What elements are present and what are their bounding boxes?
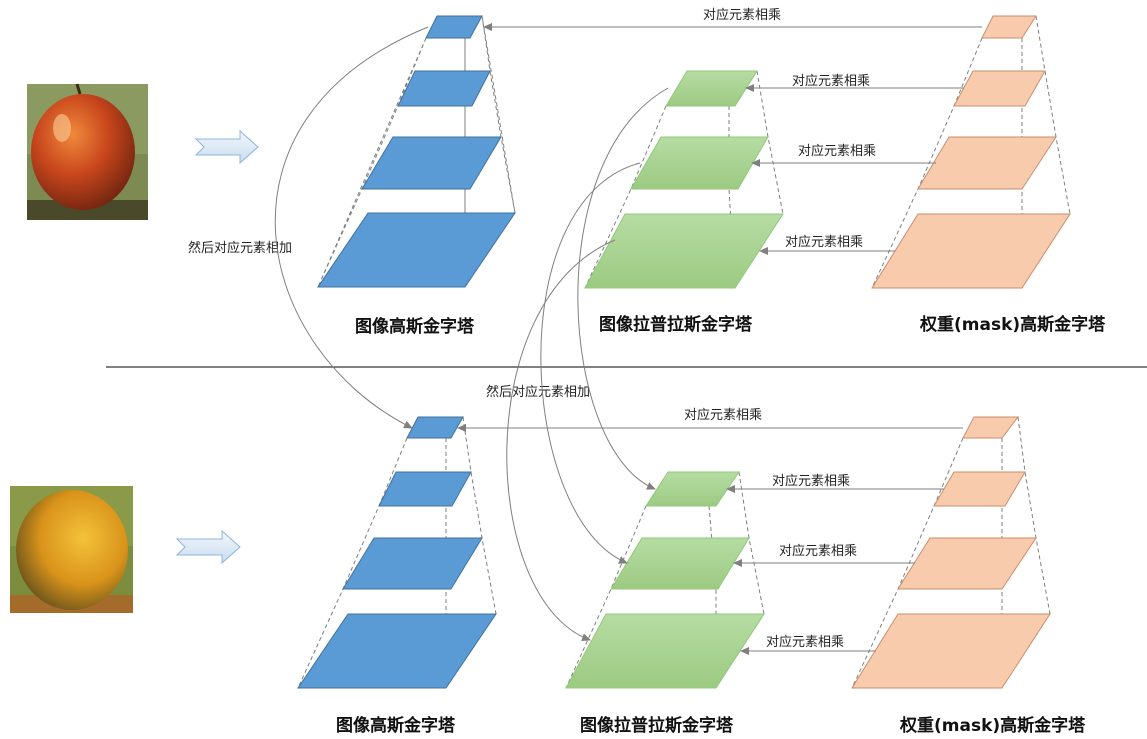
gaussian-pyramid-title: 图像高斯金字塔 (355, 316, 475, 337)
gaussian-level-3 (378, 471, 472, 507)
gaussian-level-2 (342, 537, 483, 590)
gaussian-level-1 (317, 212, 516, 288)
gaussian-level-1 (297, 613, 497, 689)
gaussian-pyramid-title: 图像高斯金字塔 (336, 715, 456, 736)
multiply-label: 对应元素相乘 (772, 473, 850, 489)
add-curve-laplacian-2 (540, 162, 641, 564)
mask-level-1 (871, 213, 1071, 289)
mask-level-3 (933, 471, 1026, 507)
mask-level-2 (897, 537, 1037, 590)
gaussian-level-4 (425, 15, 483, 39)
multiply-label: 对应元素相乘 (779, 543, 857, 559)
gaussian-level-3 (397, 70, 491, 107)
mask-level-4 (962, 416, 1020, 439)
gaussian-pyramid-top (317, 15, 516, 288)
mask-level-2 (917, 136, 1057, 190)
add-curve-laplacian-1 (506, 239, 616, 642)
mask-pyramid-title: 权重(mask)高斯金字塔 (919, 314, 1106, 335)
add-curve-laplacian-3 (577, 87, 669, 490)
mask-pyramid-bottom (851, 416, 1051, 689)
multiply-label: 对应元素相乘 (792, 73, 870, 89)
gaussian-pyramid-bottom (297, 416, 497, 689)
laplacian-pyramid-title: 图像拉普拉斯金字塔 (599, 314, 753, 335)
gaussian-level-2 (361, 136, 502, 190)
multiply-label: 对应元素相乘 (785, 234, 863, 250)
mask-level-4 (981, 15, 1037, 39)
laplacian-level-2 (630, 136, 769, 190)
laplacian-pyramid-bottom (565, 471, 765, 689)
mask-pyramid-title: 权重(mask)高斯金字塔 (899, 715, 1086, 736)
add-label: 然后对应元素相加 (486, 384, 590, 400)
input-arrow-icon (194, 129, 259, 165)
laplacian-level-3 (645, 471, 740, 507)
apple-image (27, 83, 148, 220)
input-arrow-icon (175, 529, 241, 565)
mask-level-3 (953, 70, 1046, 107)
add-label: 然后对应元素相加 (188, 240, 292, 256)
orange-image (10, 486, 133, 613)
multiply-label: 对应元素相乘 (766, 634, 844, 650)
laplacian-level-2 (610, 537, 750, 590)
laplacian-level-1 (565, 613, 765, 689)
laplacian-pyramid-title: 图像拉普拉斯金字塔 (580, 715, 734, 736)
laplacian-level-1 (584, 213, 784, 289)
mask-pyramid-top (871, 15, 1071, 289)
gaussian-level-4 (406, 416, 464, 439)
multiply-label: 对应元素相乘 (798, 143, 876, 159)
multiply-label: 对应元素相乘 (703, 7, 781, 23)
mask-level-1 (851, 613, 1051, 689)
add-curve-gaussian (274, 26, 429, 429)
laplacian-level-3 (665, 70, 758, 107)
multiply-label: 对应元素相乘 (684, 407, 762, 423)
laplacian-pyramid-top (584, 70, 784, 289)
